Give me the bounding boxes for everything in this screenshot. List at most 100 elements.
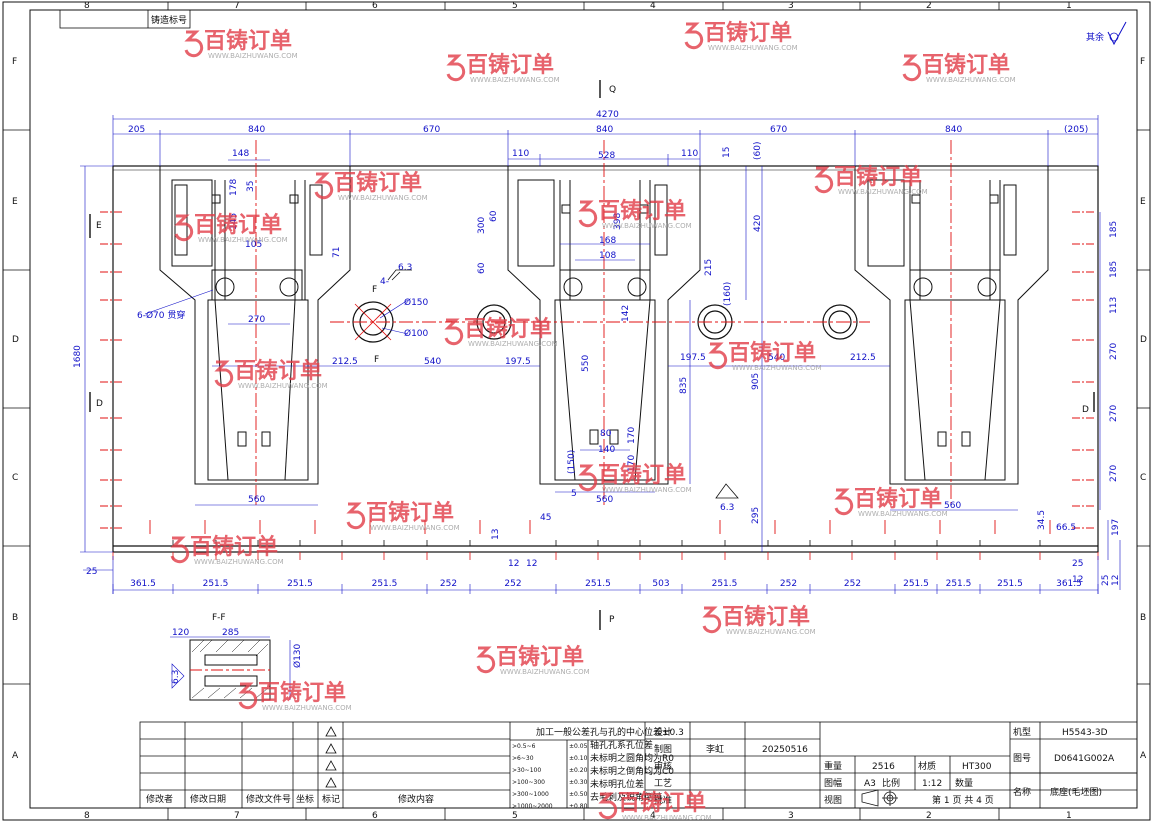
dim-top-chain-3: 840 (596, 125, 613, 135)
dim-197-left: 197.5 (505, 357, 531, 367)
watermark-text: 百铸订单 (922, 52, 1010, 78)
scale-label: 比例 (882, 777, 900, 789)
section-ff-title: F-F (212, 613, 226, 623)
title-block-text: 修改者 修改日期 修改文件号 坐标 标记 修改内容 加工一般公差 孔与孔的中心位… (146, 726, 1115, 806)
model-value: H5543-3D (1062, 728, 1108, 738)
dim-560-center: 560 (596, 495, 613, 505)
base-outline (112, 165, 1099, 553)
dim-140: 140 (598, 445, 615, 455)
dim-bottom-chain-2: 251.5 (287, 579, 313, 589)
watermark-url: WWW.BAIZHUWANG.COM (262, 704, 352, 712)
dim-bottom-chain-13: 251.5 (997, 579, 1023, 589)
dim-71: 71 (332, 247, 342, 258)
tolerance-range: >30~100 (512, 767, 541, 774)
dim-top-chain-5: 840 (945, 125, 962, 135)
dim-197: 197 (1111, 519, 1121, 536)
sign-design: 设计 (654, 726, 672, 738)
dim-142: 142 (621, 305, 631, 322)
column-label: 1 (1066, 811, 1072, 821)
sheet-label: 图幅 (824, 777, 842, 789)
dim-bottom-chain-3: 251.5 (372, 579, 398, 589)
drawing-date: 20250516 (762, 745, 808, 755)
name-label: 名称 (1013, 786, 1031, 798)
watermark-url: WWW.BAIZHUWANG.COM (198, 236, 288, 244)
watermark-url: WWW.BAIZHUWANG.COM (622, 814, 712, 822)
dim-540-left: 540 (424, 357, 441, 367)
section-roughness: 6.3 (171, 670, 181, 684)
row-label: C (12, 473, 18, 483)
tolerance-note-2: 未标明之圆角均为R0 (590, 752, 674, 764)
view-markers: Q P E D D F F (89, 80, 1095, 630)
pocket-left (159, 166, 351, 485)
watermark-url: WWW.BAIZHUWANG.COM (708, 44, 798, 52)
weight-label: 重量 (824, 760, 842, 772)
watermark-text: 百铸订单 (618, 790, 706, 816)
dim-bottom-chain-6: 251.5 (585, 579, 611, 589)
watermark-url: WWW.BAIZHUWANG.COM (838, 188, 928, 196)
dim-phi100: Ø100 (404, 328, 429, 339)
tolerance-range: >300~1000 (512, 791, 549, 798)
hole-note: 6-Ø70 贯穿 (137, 309, 185, 321)
section-d-right: D (1082, 405, 1089, 415)
dim-phi150: Ø150 (404, 297, 429, 308)
roughness-bottom: 6.3 (720, 503, 734, 513)
dim-160-paren: (160) (723, 282, 733, 306)
dim-right-1: 185 (1109, 261, 1119, 278)
sheet-value: A3 (864, 779, 876, 789)
tolerance-range: >6~30 (512, 755, 534, 762)
dim-bottom-chain-9: 252 (780, 579, 797, 589)
drawing-no-label: 图号 (1013, 753, 1031, 764)
dim-bottom-chain-12: 251.5 (946, 579, 972, 589)
dim-45: 45 (540, 513, 551, 523)
dim-270-left: 270 (248, 315, 265, 325)
drawer-name: 李虹 (706, 743, 724, 755)
section-hatching (191, 639, 269, 699)
title-block (139, 721, 1138, 809)
tolerance-note-0: 孔与孔的中心位差±0.3 (590, 726, 684, 738)
column-label: 3 (788, 811, 794, 821)
tolerance-range: >0.5~6 (512, 743, 536, 750)
dim-197-right: 197.5 (680, 353, 706, 363)
projection-symbol-icon (861, 789, 898, 807)
watermark-url: WWW.BAIZHUWANG.COM (726, 628, 816, 636)
row-label: C (1140, 473, 1146, 483)
dimension-text: 4270 205 840 670 840 670 840 (205) 1680 … (73, 110, 1121, 586)
dim-145: 145 (229, 213, 239, 230)
surface-finish-mark: 其余 (1086, 21, 1127, 46)
dim-15: 15 (722, 147, 732, 158)
column-label: 7 (234, 1, 240, 11)
watermark-text: 百铸订单 (598, 462, 686, 488)
dim-170-a: 170 (627, 427, 637, 444)
dim-420: 420 (753, 215, 763, 232)
tolerance-value: ±0.05 (569, 743, 588, 750)
column-label: 5 (512, 1, 518, 11)
watermark-url: WWW.BAIZHUWANG.COM (338, 194, 428, 202)
rev-header-5: 修改内容 (398, 793, 434, 805)
svg-text:铸造标号: 铸造标号 (151, 14, 187, 26)
scale-value: 1:12 (922, 779, 942, 789)
roughness-prefix: 4- (380, 277, 389, 287)
section-dim-120: 120 (172, 628, 189, 638)
row-label: B (12, 613, 18, 623)
watermark-text: 百铸订单 (464, 316, 552, 342)
row-label: D (12, 335, 19, 345)
revision-warning-icons (325, 726, 337, 788)
section-dim-phi130: Ø130 (292, 643, 303, 668)
column-label: 2 (926, 811, 932, 821)
dim-66-5: 66.5 (1056, 523, 1076, 533)
dim-560-left: 560 (248, 495, 265, 505)
row-label: F (1140, 57, 1145, 67)
column-label: 8 (84, 1, 90, 11)
row-label: F (12, 57, 17, 67)
watermark-url: WWW.BAIZHUWANG.COM (470, 76, 560, 84)
dim-212-right: 212.5 (850, 353, 876, 363)
